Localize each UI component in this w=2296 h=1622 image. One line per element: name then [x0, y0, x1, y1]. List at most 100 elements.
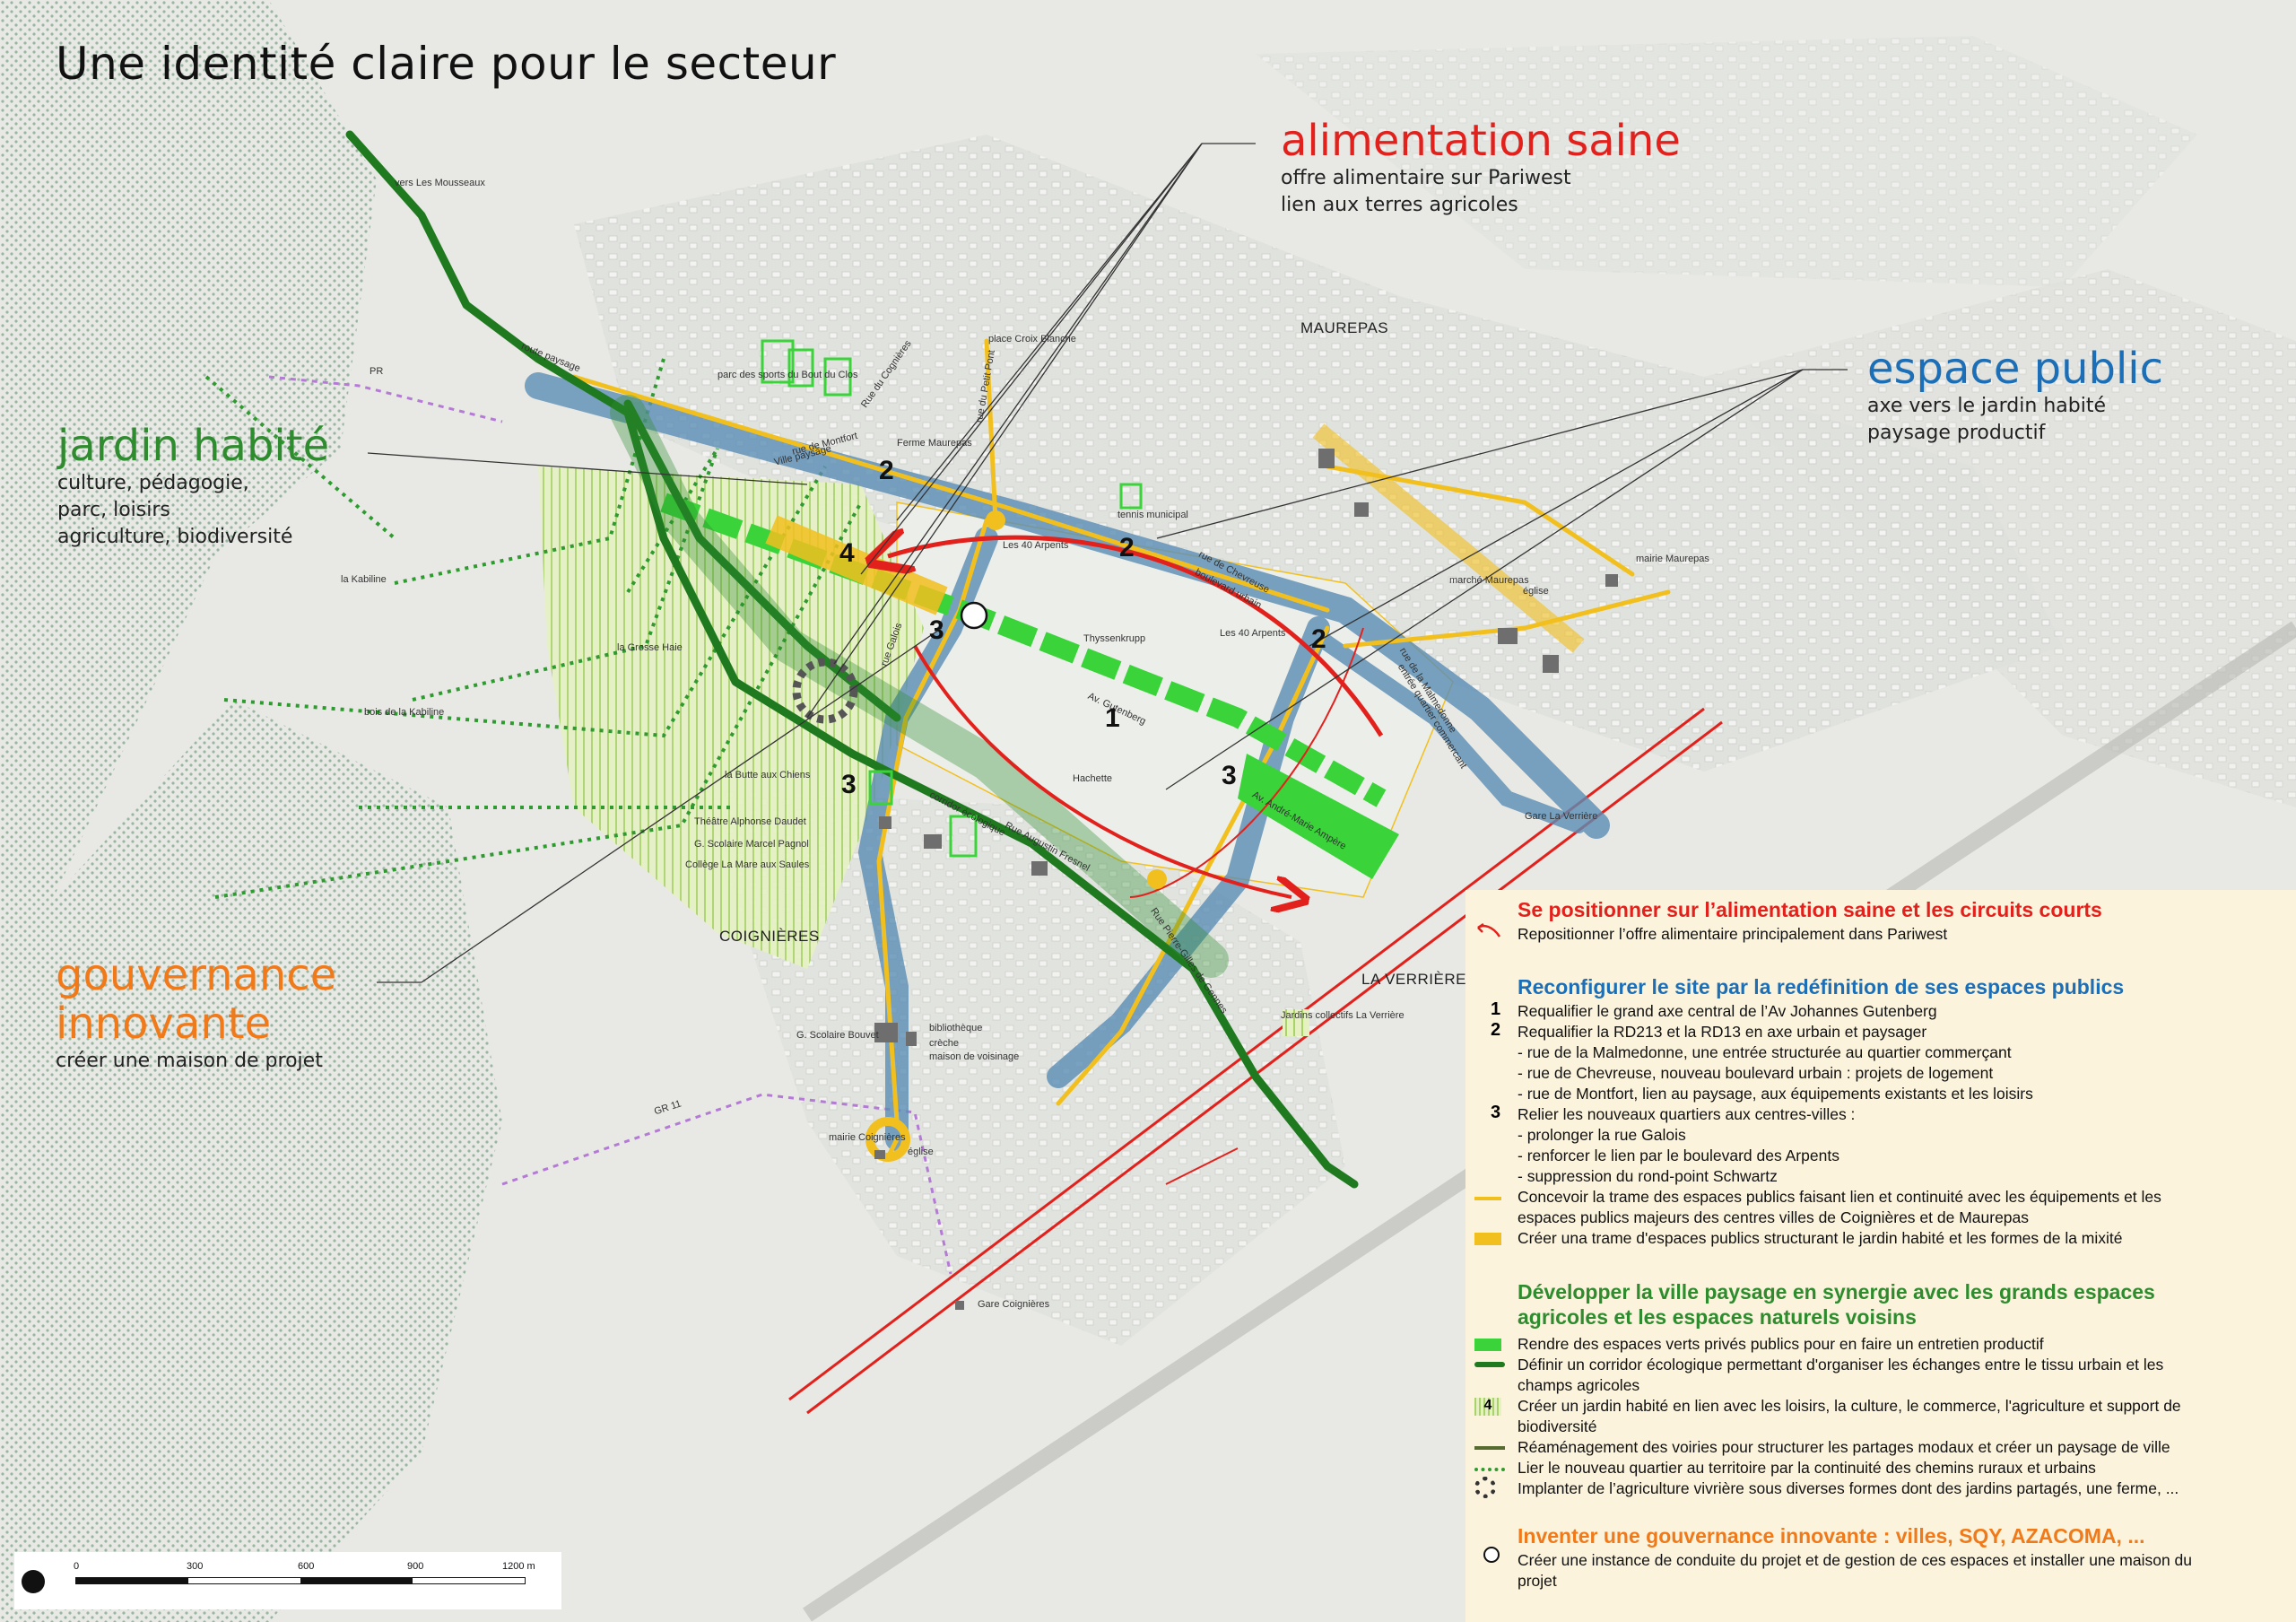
legend-row: Relier les nouveaux quartiers aux centre… [1518, 1105, 1856, 1123]
legend-row: Rendre des espaces verts privés publics … [1518, 1335, 2044, 1353]
place-coignieres: COIGNIÈRES [719, 928, 820, 945]
scale-bar: 0 300 600 900 1200 m [14, 1552, 561, 1609]
theme-alimentation-line: offre alimentaire sur Pariwest [1281, 167, 1571, 189]
scale-tick: 0 [74, 1561, 80, 1572]
hatched-area-symbol: 4 [1474, 1398, 1501, 1416]
theme-jardin-line: parc, loisirs [57, 499, 170, 521]
agriculture-circle-icon [1474, 1477, 1496, 1498]
theme-alimentation-title: alimentation saine [1281, 116, 1681, 166]
map-label: parc des sports du Bout du Clos [718, 370, 858, 380]
map-label: bois de la Kabiline [364, 707, 445, 718]
red-arrow-icon [1477, 922, 1501, 937]
legend-row: Créer une instance de conduite du projet… [1518, 1551, 2193, 1569]
legend-marker: 3 [1491, 1103, 1501, 1122]
legend-row: biodiversité [1518, 1417, 1597, 1435]
legend-row: Implanter de l’agriculture vivrière sous… [1518, 1479, 2179, 1497]
place-la-verriere: LA VERRIÈRE [1361, 971, 1466, 988]
legend-row: - suppression du rond-point Schwartz [1518, 1167, 1778, 1185]
theme-espace-title: espace public [1867, 344, 2164, 394]
dark-green-line-symbol [1474, 1362, 1505, 1367]
map-label: maison de voisinage [929, 1051, 1020, 1062]
food-arrow-1 [888, 537, 1384, 737]
food-arrow-2 [913, 645, 1292, 897]
north-arrow-icon [22, 1570, 45, 1593]
map-label: mairie Coignières [829, 1132, 906, 1143]
theme-gouvernance: gouvernance innovante créer une maison d… [56, 951, 336, 1075]
map-label: la Kabiline [341, 574, 387, 585]
legend-heading: Développer la ville paysage en synergie … [1518, 1280, 2155, 1304]
urban-east [1704, 269, 2296, 807]
theme-gouvernance-line: créer une maison de projet [56, 1050, 323, 1072]
legend-row: Concevoir la trame des espaces publics f… [1518, 1188, 2161, 1206]
legend-row: - rue de Montfort, lien au paysage, aux … [1518, 1085, 2033, 1103]
legend-row: - rue de la Malmedonne, une entrée struc… [1518, 1043, 2012, 1061]
map-label: tennis municipal [1118, 510, 1188, 520]
legend-row: Réaménagement des voiries pour structure… [1518, 1438, 2170, 1456]
legend-heading: Reconfigurer le site par la redéfinition… [1518, 975, 2125, 998]
map-label: la Grosse Haie [617, 642, 683, 653]
legend-row: - renforcer le lien par le boulevard des… [1518, 1147, 1839, 1164]
jardin-habite-zone [538, 467, 924, 969]
scale-tick: 900 [407, 1561, 424, 1572]
legend-row: - rue de Chevreuse, nouveau boulevard ur… [1518, 1064, 1994, 1082]
legend-row: Créer un jardin habité en lien avec les … [1518, 1397, 2181, 1415]
map-label: vers Les Mousseaux [395, 178, 485, 188]
green-area-symbol [1474, 1339, 1501, 1351]
legend-row: Définir un corridor écologique permettan… [1518, 1356, 2164, 1373]
map-label: la Butte aux Chiens [725, 770, 811, 780]
map-label: église [908, 1147, 934, 1157]
map-number-marker: 1 [1105, 703, 1120, 733]
legend-row: Créer una trame d'espaces publics struct… [1518, 1229, 2123, 1247]
map-label: place Croix Blanche [988, 334, 1076, 344]
map-number-marker: 3 [929, 615, 944, 645]
yellow-area-symbol [1474, 1233, 1501, 1245]
theme-jardin-line: culture, pédagogie, [57, 472, 249, 494]
map-label: Les 40 Arpents [1003, 540, 1069, 551]
maison-projet-icon [1483, 1547, 1500, 1563]
ampere-green [1238, 754, 1399, 879]
theme-espace-public: espace public axe vers le jardin habité … [1867, 344, 2163, 447]
map-label: G. Scolaire Bouvet [796, 1030, 879, 1041]
legend-row: champs agricoles [1518, 1376, 1640, 1394]
map-label: bibliothèque [929, 1023, 983, 1033]
legend-panel: Se positionner sur l’alimentation saine … [1465, 890, 2296, 1622]
map-label: Hachette [1073, 773, 1113, 784]
map-label: Jardins collectifs La Verrière [1281, 1010, 1405, 1021]
scale-tick: 300 [187, 1561, 204, 1572]
theme-gouvernance-title: gouvernance [56, 950, 337, 1000]
page-title: Une identité claire pour le secteur [56, 38, 837, 90]
scale-bar-graphic [75, 1577, 526, 1584]
maison-projet-marker [960, 601, 988, 630]
legend-row: Repositionner l’offre alimentaire princi… [1518, 925, 1948, 943]
scale-tick: 1200 m [502, 1561, 535, 1572]
map-number-marker: 3 [841, 770, 857, 799]
olive-line-symbol [1474, 1446, 1505, 1450]
agriculture-vivriere-marker [792, 658, 858, 724]
legend-heading: agricoles et les espaces naturels voisin… [1518, 1305, 1917, 1329]
theme-espace-line: axe vers le jardin habité [1867, 395, 2106, 417]
map-number-marker: 3 [1222, 761, 1237, 790]
legend-row: projet [1518, 1572, 1557, 1590]
map-number-marker: 2 [1311, 624, 1326, 654]
place-maurepas: MAUREPAS [1300, 319, 1389, 336]
theme-alimentation: alimentation saine offre alimentaire sur… [1281, 117, 1681, 219]
theme-jardin-title: jardin habité [57, 421, 330, 471]
gutenberg-axis [660, 493, 1387, 807]
map-label: Collège La Mare aux Saules [685, 859, 810, 870]
legend-row: - prolonger la rue Galois [1518, 1126, 1686, 1144]
map-label: Thyssenkrupp [1083, 633, 1146, 644]
map-label: église [1523, 586, 1549, 597]
theme-espace-line: paysage productif [1867, 422, 2046, 444]
legend-marker: 2 [1491, 1020, 1501, 1040]
legend-row: Lier le nouveau quartier au territoire p… [1518, 1459, 2096, 1477]
map-label: PR [370, 366, 384, 377]
theme-alimentation-line: lien aux terres agricoles [1281, 194, 1518, 216]
map-number-marker: 4 [839, 538, 855, 568]
map-label: marché Maurepas [1449, 575, 1529, 586]
map-label: Gare Coignières [978, 1299, 1050, 1310]
legend-row: Requalifier la RD213 et la RD13 en axe u… [1518, 1023, 1927, 1041]
map-label: Gare La Verrière [1525, 811, 1598, 822]
map-label: mairie Maurepas [1636, 554, 1709, 564]
map-label: Ferme Maurepas [897, 438, 972, 449]
